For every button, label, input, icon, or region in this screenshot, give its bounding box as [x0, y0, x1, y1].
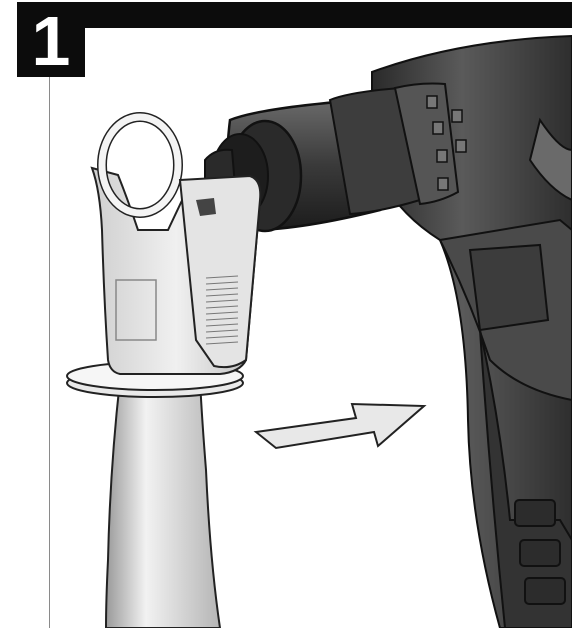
- insert-direction-arrow: [253, 402, 427, 450]
- step-number-badge: 1: [17, 2, 85, 77]
- step-number: 1: [31, 1, 71, 80]
- left-rule: [49, 77, 50, 628]
- header-bar: [82, 2, 572, 28]
- auxiliary-handle: [66, 112, 262, 628]
